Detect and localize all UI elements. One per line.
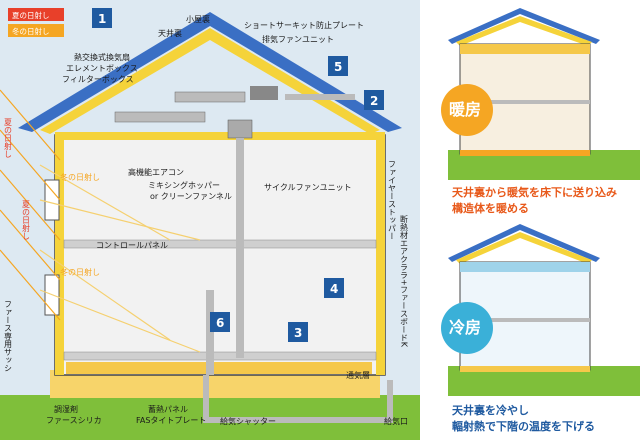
label-heat-exchanger: 熱交換式換気扇 bbox=[74, 52, 130, 62]
summer-sun-rays bbox=[0, 89, 61, 321]
first-floor-slab bbox=[63, 351, 377, 361]
label-heat-storage: 蓄熱パネル bbox=[148, 404, 188, 414]
badge-3: 3 bbox=[288, 322, 308, 342]
svg-text:5: 5 bbox=[334, 60, 342, 74]
legend-summer-swatch bbox=[8, 8, 64, 21]
legend-winter-swatch bbox=[8, 24, 64, 37]
legend-winter: 冬の日射し bbox=[12, 26, 50, 36]
cooling-caption-2: 輻射熱で下階の温度を下げる bbox=[452, 419, 595, 433]
cooling-badge-circle bbox=[441, 302, 493, 354]
label-aircon: 高機能エアコン bbox=[128, 167, 184, 177]
winter-sun-rays bbox=[39, 164, 201, 353]
heating-badge-circle bbox=[441, 84, 493, 136]
label-humidity2: ファースシリカ bbox=[46, 416, 102, 425]
supply-duct bbox=[206, 290, 214, 375]
label-insulation: 断熱材エアクララ+ファースボードK bbox=[400, 214, 409, 348]
svg-text:1: 1 bbox=[98, 12, 106, 26]
heating-panel: 暖房 bbox=[420, 0, 640, 220]
label-exhaust-fan: 排気ファンユニット bbox=[262, 34, 334, 44]
badge-6: 6 bbox=[210, 312, 230, 332]
right-wall-insulation bbox=[376, 135, 385, 375]
label-clean-funnel: or クリーンファンネル bbox=[150, 192, 232, 201]
label-cycle-fan: サイクルファンユニット bbox=[264, 183, 352, 192]
house-body bbox=[54, 134, 386, 376]
badge-5: 5 bbox=[328, 56, 348, 76]
heat-storage-pads bbox=[66, 362, 372, 374]
heating-caption-2: 構造体を暖める bbox=[452, 201, 529, 215]
vertical-duct bbox=[236, 138, 244, 358]
label-supply-port: 給気口 bbox=[384, 416, 408, 426]
second-floor-slab bbox=[63, 239, 377, 249]
svg-text:4: 4 bbox=[330, 282, 338, 296]
svg-text:3: 3 bbox=[294, 326, 302, 340]
label-filter-box: フィルターボックス bbox=[62, 75, 134, 84]
heating-caption-1: 天井裏から暖気を床下に送り込み bbox=[452, 185, 617, 199]
main-duct bbox=[114, 111, 206, 123]
label-attic-small: 小屋裏 bbox=[186, 14, 210, 24]
label-summer-sun-1: 夏の日射し bbox=[4, 118, 13, 158]
badge-1: 1 bbox=[92, 8, 112, 28]
cooling-panel: 冷房 bbox=[420, 220, 640, 440]
left-wall-insulation bbox=[55, 135, 64, 375]
label-attic-ceiling: 天井裏 bbox=[158, 28, 182, 38]
legend-summer: 夏の日射し bbox=[12, 10, 50, 20]
badge-4: 4 bbox=[324, 278, 344, 298]
aircon-unit bbox=[227, 119, 253, 139]
label-element-box: エレメントボックス bbox=[66, 64, 138, 73]
outside-supply-pipe bbox=[203, 375, 393, 423]
badge-2: 2 bbox=[364, 90, 384, 110]
svg-text:2: 2 bbox=[370, 94, 378, 108]
label-control-panel: コントロールパネル bbox=[96, 241, 168, 250]
label-winter-sun-1: 冬の日射し bbox=[60, 172, 100, 182]
label-supply-shutter: 給気シャッター bbox=[220, 416, 276, 426]
label-short-circuit: ショートサーキット防止プレート bbox=[244, 20, 364, 30]
cooling-caption-1: 天井裏を冷やし bbox=[452, 403, 529, 417]
upper-duct bbox=[174, 91, 246, 103]
label-winter-sun-2: 冬の日射し bbox=[60, 267, 100, 277]
label-fas-tile: FASタイトプレート bbox=[136, 416, 206, 425]
sash-upper bbox=[44, 179, 60, 221]
label-vent-layer: 通気層 bbox=[346, 370, 370, 380]
label-sash: ファース専用サッシ bbox=[4, 300, 13, 372]
svg-text:6: 6 bbox=[216, 316, 224, 330]
label-mixing-hopper: ミキシングホッパー bbox=[148, 180, 220, 190]
label-summer-sun-2: 夏の日射し bbox=[22, 200, 31, 240]
exhaust-duct bbox=[285, 94, 355, 100]
heating-badge: 暖房 bbox=[449, 100, 481, 119]
label-fire-stopper: ファイヤーストッパー bbox=[388, 160, 397, 240]
ceiling-band bbox=[55, 132, 385, 140]
label-humidity: 調湿剤 bbox=[54, 404, 78, 414]
cooling-badge: 冷房 bbox=[449, 318, 481, 337]
exhaust-fan-unit bbox=[250, 86, 278, 100]
